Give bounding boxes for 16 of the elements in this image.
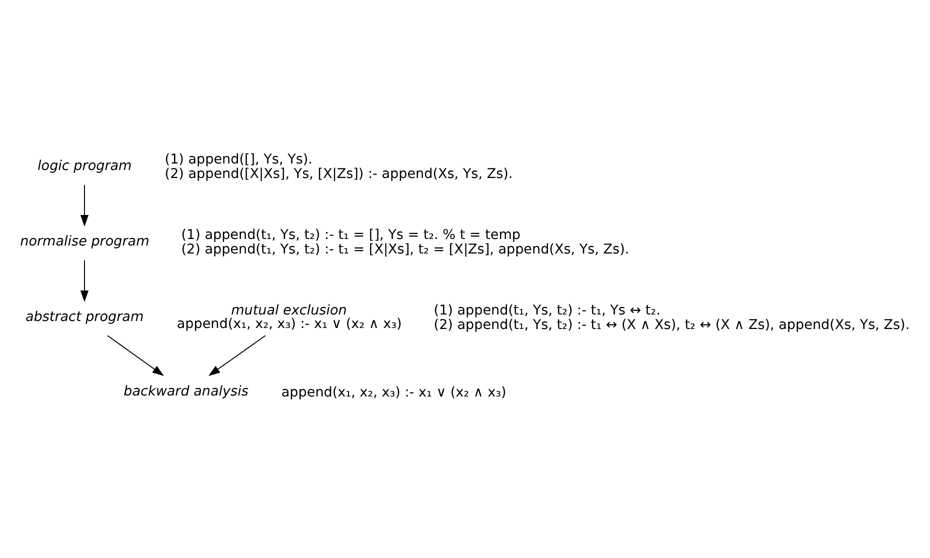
node-label: (2) append(t₁, Ys, t₂) :- t₁ ↔ (X ∧ Xs), t₂ ↔ (X ∧ Zs), append(Xs, Ys, Zs).	[434, 316, 910, 333]
node-label: (1) append(t₁, Ys, t₂) :- t₁, Ys ↔ t₂.	[434, 302, 660, 318]
arrow	[80, 184, 89, 226]
node-label: (2) append(t₁, Ys, t₂) :- t₁ = [X|Xs], t₂ = [X|Zs], append(Xs, Ys, Zs).	[181, 241, 630, 258]
node-text: backward analysis	[124, 382, 248, 399]
arrow	[80, 259, 89, 302]
node-text: normalise program	[20, 232, 150, 249]
node-text: abstract program	[25, 308, 144, 324]
node-text: mutual exclusion append(x₁, x₂, x₃) :- x₁ ∨ (x₂ ∧ x₃)	[176, 302, 402, 332]
arrow	[208, 334, 266, 376]
node-label: (1) append(t₁, Ys, t₂) :- t₁ = [], Ys = t₂. % t = temp	[181, 226, 520, 243]
node-label: (1) append([], Ys, Ys).	[164, 151, 312, 168]
node-label: (2) append([X|Xs], Ys, [X|Zs]) :- append(Xs, Ys, Zs).	[164, 166, 513, 182]
arrow	[107, 334, 164, 376]
node-label: append(x₁, x₂, x₃) :- x₁ ∨ (x₂ ∧ x₃)	[281, 384, 506, 400]
node-text: logic program	[38, 157, 132, 174]
